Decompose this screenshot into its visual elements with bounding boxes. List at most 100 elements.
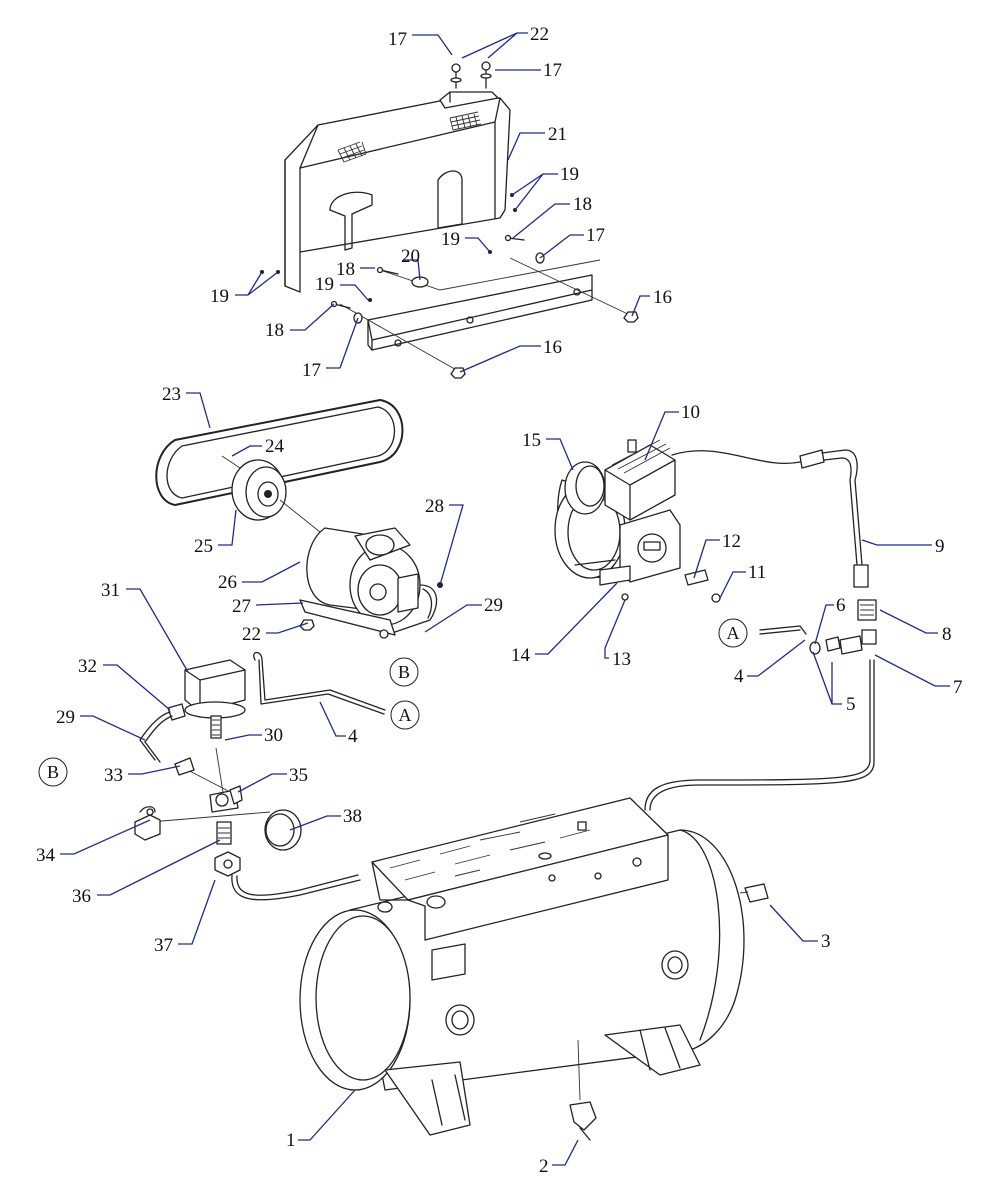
part-number-label: 27 <box>232 596 251 617</box>
callout-20: 20 <box>401 246 421 281</box>
part-number-label: 18 <box>336 259 355 280</box>
leader-line <box>242 561 301 583</box>
part-number-label: 26 <box>218 572 237 593</box>
part-number-label: 22 <box>530 24 549 45</box>
leader-line <box>546 438 574 471</box>
leader-line <box>403 259 421 281</box>
leader-line <box>879 609 938 634</box>
callout-30: 30 <box>224 725 283 746</box>
electric-motor <box>279 499 443 639</box>
callout-7: 7 <box>874 654 963 698</box>
unloader-tube <box>253 651 386 715</box>
part-number-label: 33 <box>104 765 123 786</box>
callout-l22a2 <box>487 32 518 59</box>
leader-line <box>514 173 544 211</box>
leader-line <box>552 1139 579 1166</box>
callout-4: 4 <box>734 639 806 687</box>
part-number-label: 25 <box>194 536 213 557</box>
part-number-label: 12 <box>722 531 741 552</box>
leader-line <box>340 284 369 301</box>
leader-line <box>693 539 720 579</box>
leader-line <box>103 664 171 711</box>
callout-18: 18 <box>512 194 592 239</box>
leader-line <box>289 815 341 831</box>
callout-28: 28 <box>425 496 464 586</box>
part-number-label: 19 <box>560 164 579 185</box>
leader-line <box>644 411 679 461</box>
leader-line <box>604 599 626 659</box>
leader-line <box>298 1089 356 1141</box>
callout-3: 3 <box>769 904 831 952</box>
leader-line <box>631 295 650 317</box>
callout-33: 33 <box>104 765 181 786</box>
leader-line <box>235 271 263 296</box>
part-number-label: 3 <box>821 931 831 952</box>
ref-letter: B <box>398 662 410 682</box>
part-number-label: 30 <box>264 725 283 746</box>
leader-line <box>874 654 950 687</box>
leader-line <box>424 604 482 633</box>
leader-line <box>812 651 842 705</box>
callout-26: 26 <box>218 561 301 593</box>
ref-letter: A <box>399 705 412 725</box>
callout-5: 5 <box>812 651 856 715</box>
callout-38: 38 <box>289 806 362 831</box>
callout-18: 18 <box>265 303 335 341</box>
leader-line <box>459 345 541 373</box>
callout-11: 11 <box>719 562 766 599</box>
ref-circle <box>718 618 748 648</box>
leader-line <box>719 571 746 599</box>
callout-25: 25 <box>194 509 237 557</box>
ref-circle <box>390 700 420 730</box>
callout-18: 18 <box>336 259 375 280</box>
leader-line <box>507 132 545 161</box>
leader-line <box>539 234 584 259</box>
part-number-label: 31 <box>101 580 120 601</box>
callout-19: 19 <box>441 229 491 253</box>
leader-line <box>439 504 464 586</box>
leader-line <box>861 539 932 546</box>
part-number-label: 34 <box>36 845 56 866</box>
callout-17: 17 <box>302 317 359 381</box>
part-number-label: 37 <box>154 935 173 956</box>
part-number-label: 20 <box>401 246 420 267</box>
leader-line <box>186 392 211 429</box>
callout-24: 24 <box>231 436 285 457</box>
callout-6: 6 <box>814 595 846 645</box>
belt <box>155 399 404 506</box>
callout-13: 13 <box>604 599 631 670</box>
part-number-label: 18 <box>573 194 592 215</box>
callout-27: 27 <box>232 596 304 617</box>
callout-36: 36 <box>72 839 221 907</box>
callout-16: 16 <box>631 287 672 317</box>
part-number-label: 4 <box>734 666 744 687</box>
callout-l19d2 <box>247 271 279 296</box>
leader-line <box>60 819 151 855</box>
part-number-label: 17 <box>586 225 605 246</box>
part-number-label: 17 <box>302 360 321 381</box>
part-number-label: 1 <box>286 1130 296 1151</box>
leader-line <box>326 317 359 369</box>
part-number-label: 19 <box>210 286 229 307</box>
callout-10: 10 <box>644 402 700 461</box>
part-number-label: 7 <box>953 677 963 698</box>
callout-29: 29 <box>56 707 146 741</box>
leader-line <box>512 203 570 239</box>
leader-line <box>412 34 453 56</box>
ref-marker-B: B <box>389 657 419 687</box>
leader-line <box>128 765 181 775</box>
part-number-label: 17 <box>388 29 407 50</box>
tank-platform <box>371 797 669 941</box>
guard-bracket <box>260 193 639 379</box>
leader-line <box>814 604 834 645</box>
callout-23: 23 <box>162 384 211 429</box>
part-number-label: 18 <box>265 320 284 341</box>
ref-letter: A <box>727 623 740 643</box>
ref-marker-B: B <box>38 757 68 787</box>
callout-22: 22 <box>242 622 309 645</box>
callout-9: 9 <box>861 536 945 557</box>
part-number-label: 2 <box>539 1156 549 1177</box>
manifold-cross <box>134 747 302 877</box>
